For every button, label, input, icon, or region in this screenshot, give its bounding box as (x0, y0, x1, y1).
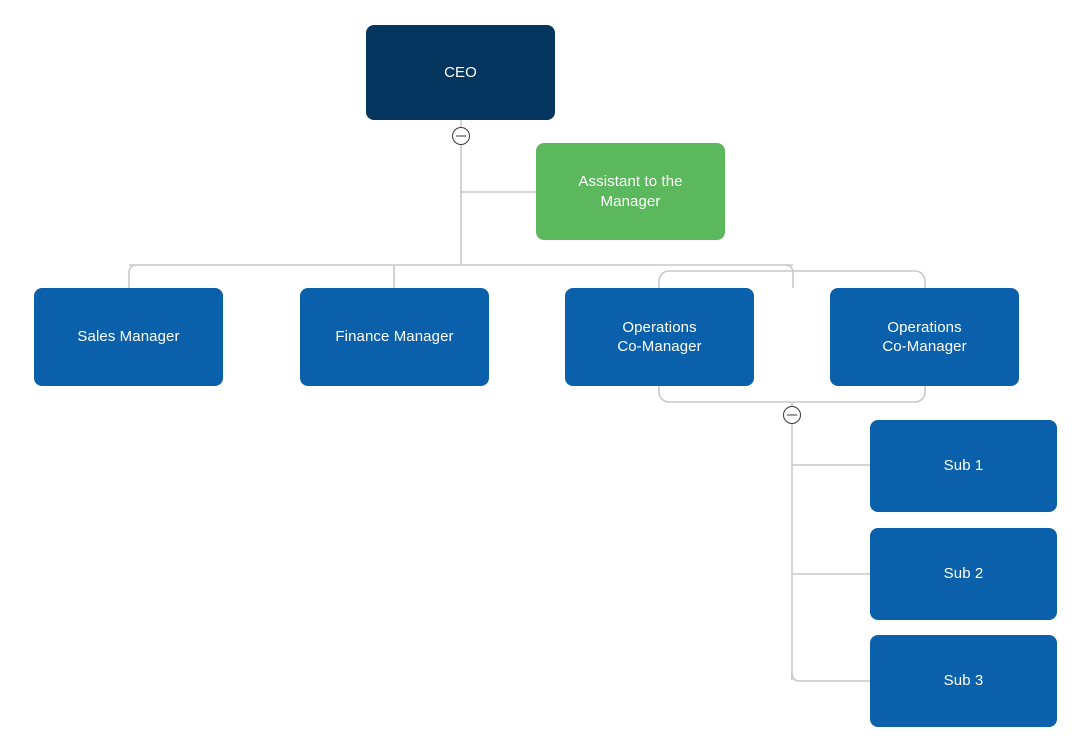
org-node-finance-manager[interactable]: Finance Manager (300, 288, 489, 386)
edge-spine-to-sub-3 (791, 672, 870, 682)
org-node-sales-manager[interactable]: Sales Manager (34, 288, 223, 386)
org-node-label: Operations Co-Manager (882, 318, 967, 355)
org-node-label: CEO (444, 63, 477, 81)
org-node-sub-3[interactable]: Sub 3 (870, 635, 1057, 727)
org-node-label: Finance Manager (335, 328, 454, 346)
org-node-sub-1[interactable]: Sub 1 (870, 420, 1057, 512)
org-node-label: Sub 3 (943, 672, 984, 690)
org-node-operations-co-manager-1[interactable]: Operations Co-Manager (565, 288, 754, 386)
edge-bus-to-operations-group (784, 264, 794, 288)
collapse-toggle-icon-ceo[interactable] (452, 127, 470, 145)
org-node-label: Sub 2 (943, 565, 984, 583)
org-node-label: Operations Co-Manager (617, 318, 702, 355)
org-node-operations-co-manager-2[interactable]: Operations Co-Manager (830, 288, 1019, 386)
org-node-sub-2[interactable]: Sub 2 (870, 528, 1057, 620)
org-node-ceo[interactable]: CEO (366, 25, 555, 120)
org-node-assistant[interactable]: Assistant to the Manager (536, 143, 725, 240)
org-node-label: Sub 1 (943, 457, 984, 475)
edge-bus-to-sales-manager (128, 264, 138, 288)
org-node-label: Sales Manager (77, 328, 180, 346)
org-node-label: Assistant to the Manager (578, 173, 683, 210)
collapse-toggle-icon-operations[interactable] (783, 406, 801, 424)
